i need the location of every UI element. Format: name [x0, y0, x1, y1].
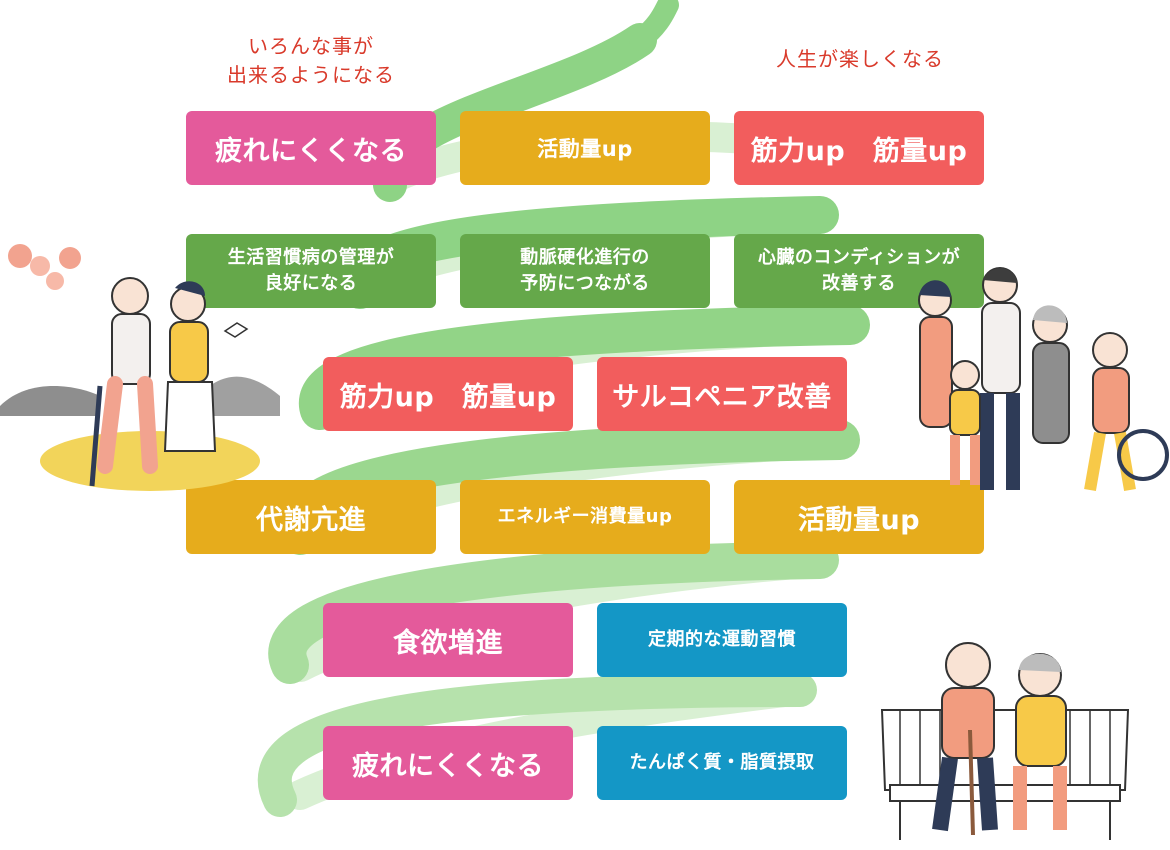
box-activity-up-top: 活動量up [460, 111, 710, 185]
box-arteriosclerosis: 動脈硬化進行の 予防につながる [460, 234, 710, 308]
family-illustration [918, 267, 1169, 492]
box-protein-fat-intake: たんぱく質・脂質摂取 [597, 726, 847, 800]
box-fatigue-resistance-top: 疲れにくくなる [186, 111, 436, 185]
box-sarcopenia: サルコペニア改善 [597, 357, 847, 431]
box-muscle-up-top: 筋力up 筋量up [734, 111, 984, 185]
box-heart-condition-line2: 改善する [822, 273, 896, 294]
box-activity-up-bottom: 活動量up [734, 480, 984, 554]
elderly-couple-bench-illustration [880, 642, 1130, 840]
caption-left-line2: 出来るようになる [227, 63, 395, 87]
box-lifestyle-disease-line2: 良好になる [264, 273, 358, 294]
box-arteriosclerosis-line1: 動脈硬化進行の [520, 246, 650, 268]
box-lifestyle-disease-line1: 生活習慣病の管理が [227, 246, 395, 268]
box-lifestyle-disease: 生活習慣病の管理が 良好になる [186, 234, 436, 308]
caption-left: いろんな事が 出来るようになる [196, 32, 426, 90]
elderly-couple-walking-illustration [0, 244, 280, 491]
caption-left-line1: いろんな事が [248, 34, 374, 58]
box-energy-consumption: エネルギー消費量up [460, 480, 710, 554]
box-fatigue-resistance-bottom: 疲れにくくなる [323, 726, 573, 800]
box-muscle-up-middle: 筋力up 筋量up [323, 357, 573, 431]
box-heart-condition-line1: 心臓のコンディションが [757, 246, 961, 268]
box-regular-exercise: 定期的な運動習慣 [597, 603, 847, 677]
box-appetite: 食欲増進 [323, 603, 573, 677]
box-arteriosclerosis-line2: 予防につながる [520, 273, 650, 294]
caption-right: 人生が楽しくなる [776, 47, 944, 71]
box-metabolism: 代謝亢進 [186, 480, 436, 554]
box-heart-condition: 心臓のコンディションが 改善する [734, 234, 984, 308]
